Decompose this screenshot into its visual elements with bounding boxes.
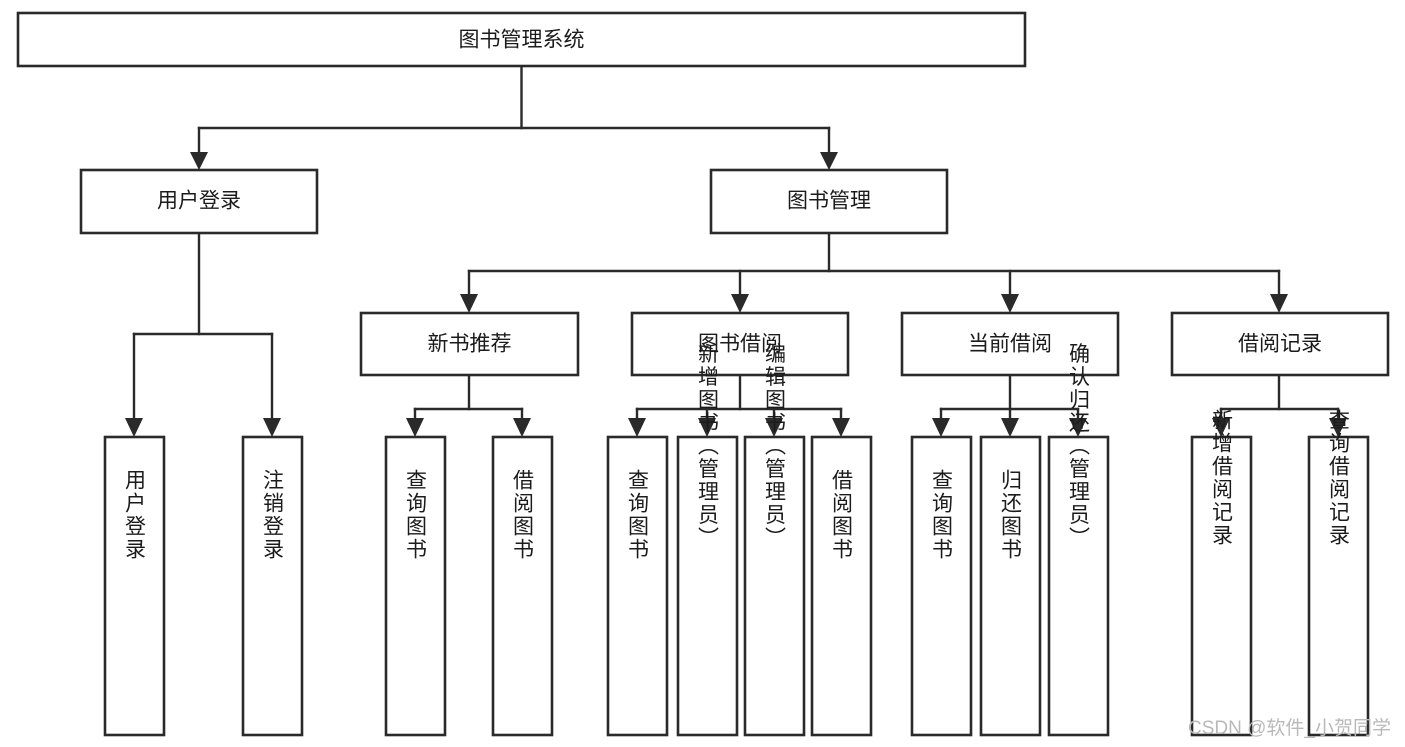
node-leaf-edit-book-admin-box[interactable]: [743, 435, 806, 737]
node-user-login[interactable]: 用户登录: [79, 168, 319, 235]
arrow-head-leaf-add-borrow-record: [1212, 418, 1230, 437]
node-current-borrow[interactable]: 当前借阅: [900, 311, 1120, 377]
node-borrow-record-box[interactable]: [1170, 311, 1390, 377]
arrow-head-book-borrow: [731, 294, 749, 313]
node-leaf-query-book-2-box[interactable]: [606, 435, 669, 737]
node-leaf-query-borrow-record-label: 查询借阅记录: [1327, 409, 1351, 547]
arrow-head-leaf-confirm-return-admin: [1069, 418, 1087, 437]
arrow-head-leaf-query-book-1: [406, 418, 424, 437]
arrow-head-user-login: [190, 152, 208, 170]
node-leaf-return-book-box[interactable]: [979, 435, 1042, 737]
node-book-manage[interactable]: 图书管理: [709, 168, 949, 235]
arrow-head-leaf-edit-book-admin: [765, 418, 783, 437]
node-leaf-borrow-book-1-label: 借阅图书: [511, 469, 535, 561]
node-leaf-borrow-book-1[interactable]: 借阅图书: [491, 435, 554, 737]
node-leaf-add-borrow-record-label: 新增借阅记录: [1210, 409, 1234, 547]
node-leaf-query-book-1-box[interactable]: [384, 435, 447, 737]
node-leaf-user-login[interactable]: 用户登录: [103, 435, 166, 737]
arrow-head-leaf-query-book-2: [628, 418, 646, 437]
node-root-label: 图书管理系统: [459, 29, 585, 52]
node-leaf-user-login-label: 用户登录: [123, 469, 147, 561]
node-root[interactable]: 图书管理系统: [16, 11, 1027, 68]
arrow-head-borrow-record: [1270, 294, 1288, 313]
node-leaf-query-book-1-label: 查询图书: [404, 469, 428, 561]
node-leaf-query-borrow-record-box[interactable]: [1307, 435, 1370, 737]
node-leaf-confirm-return-admin-label: 确认归还（管理员）: [1067, 343, 1091, 550]
node-leaf-query-book-3-label: 查询图书: [930, 469, 954, 561]
node-leaf-add-book-admin-box[interactable]: [676, 435, 739, 737]
arrow-head-current-borrow: [1001, 294, 1019, 313]
arrow-head-book-manage: [820, 152, 838, 170]
node-root-box[interactable]: [16, 11, 1027, 68]
node-book-borrow[interactable]: 图书借阅: [630, 311, 850, 377]
node-book-manage-box[interactable]: [709, 168, 949, 235]
node-book-borrow-box[interactable]: [630, 311, 850, 377]
node-leaf-logout-login-box[interactable]: [241, 435, 304, 737]
node-leaf-query-book-1[interactable]: 查询图书: [384, 435, 447, 737]
node-leaf-edit-book-admin-label: 编辑图书（管理员）: [763, 343, 787, 550]
node-leaf-add-borrow-record-box[interactable]: [1190, 435, 1253, 737]
arrow-head-leaf-user-login: [125, 418, 143, 437]
node-leaf-return-book[interactable]: 归还图书: [979, 435, 1042, 737]
node-leaf-confirm-return-admin-box[interactable]: [1047, 435, 1110, 737]
csdn-watermark: CSDN @软件_小贺同学: [1188, 718, 1391, 739]
node-leaf-borrow-book-2[interactable]: 借阅图书: [810, 435, 873, 737]
node-leaf-user-login-box[interactable]: [103, 435, 166, 737]
arrow-head-leaf-add-book-admin: [698, 418, 716, 437]
node-current-borrow-label: 当前借阅: [968, 333, 1052, 356]
node-leaf-query-book-2-label: 查询图书: [626, 469, 650, 561]
arrow-head-new-book-recommend: [460, 294, 478, 313]
node-leaf-add-book-admin-label: 新增图书（管理员）: [696, 343, 720, 550]
arrow-head-leaf-logout-login: [263, 418, 281, 437]
arrow-head-leaf-query-book-3: [932, 418, 950, 437]
node-user-login-box[interactable]: [79, 168, 319, 235]
node-leaf-logout-login-label: 注销登录: [261, 469, 285, 561]
node-borrow-record-label: 借阅记录: [1238, 333, 1322, 356]
node-leaf-confirm-return-admin[interactable]: 确认归还（管理员）: [1047, 343, 1110, 737]
node-leaf-logout-login[interactable]: 注销登录: [241, 435, 304, 737]
node-book-borrow-label: 图书借阅: [698, 333, 782, 356]
arrow-head-leaf-borrow-book-1: [513, 418, 531, 437]
node-leaf-query-book-3[interactable]: 查询图书: [910, 435, 973, 737]
arrow-head-leaf-query-borrow-record: [1329, 418, 1347, 437]
node-book-manage-label: 图书管理: [787, 190, 871, 213]
node-current-borrow-box[interactable]: [900, 311, 1120, 377]
node-new-book-recommend-label: 新书推荐: [428, 333, 512, 356]
node-leaf-return-book-label: 归还图书: [999, 469, 1023, 561]
connector-layer: [125, 64, 1347, 437]
node-leaf-query-borrow-record[interactable]: 查询借阅记录: [1307, 409, 1370, 737]
node-leaf-add-book-admin[interactable]: 新增图书（管理员）: [676, 343, 739, 737]
node-leaf-query-book-2[interactable]: 查询图书: [606, 435, 669, 737]
node-leaf-borrow-book-2-box[interactable]: [810, 435, 873, 737]
node-leaf-add-borrow-record[interactable]: 新增借阅记录: [1190, 409, 1253, 737]
node-leaf-borrow-book-1-box[interactable]: [491, 435, 554, 737]
arrow-head-leaf-borrow-book-2: [832, 418, 850, 437]
node-leaf-edit-book-admin[interactable]: 编辑图书（管理员）: [743, 343, 806, 737]
node-leaf-borrow-book-2-label: 借阅图书: [830, 469, 854, 561]
arrow-head-leaf-return-book: [1001, 418, 1019, 437]
node-new-book-recommend-box[interactable]: [359, 311, 580, 377]
node-user-login-label: 用户登录: [157, 190, 241, 213]
node-borrow-record[interactable]: 借阅记录: [1170, 311, 1390, 377]
node-new-book-recommend[interactable]: 新书推荐: [359, 311, 580, 377]
node-leaf-query-book-3-box[interactable]: [910, 435, 973, 737]
